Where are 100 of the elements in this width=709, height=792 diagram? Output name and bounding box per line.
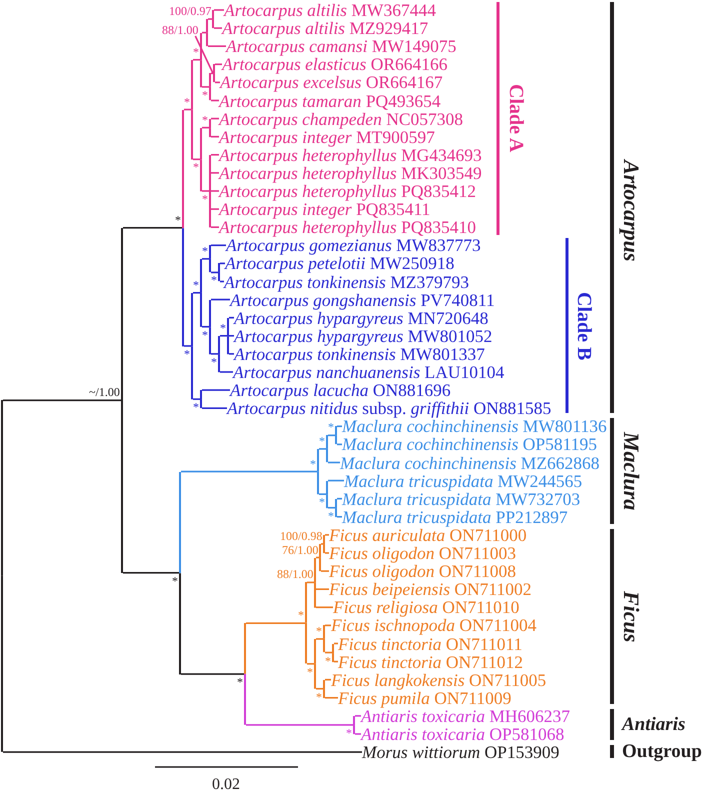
support-value: 100/0.97 bbox=[169, 5, 212, 18]
junction-line bbox=[323, 534, 325, 553]
support-value: * bbox=[202, 193, 208, 205]
junction-line bbox=[218, 336, 220, 372]
taxon-label: Ficus oligodon ON711003 bbox=[329, 544, 516, 562]
junction-line bbox=[182, 110, 184, 346]
branch-line bbox=[220, 262, 225, 264]
branch-line bbox=[316, 638, 323, 640]
taxon-label: Ficus beipeiensis ON711002 bbox=[329, 580, 532, 598]
branch-line bbox=[325, 678, 331, 680]
branch-line bbox=[193, 158, 200, 160]
junction-line bbox=[244, 623, 246, 725]
junction-line bbox=[206, 19, 208, 46]
taxon-label: Ficus langkokensis ON711005 bbox=[331, 670, 546, 689]
branch-line bbox=[202, 190, 209, 192]
support-value: * bbox=[298, 609, 304, 622]
taxon-label: Maclura tricuspidata PP212897 bbox=[342, 508, 568, 526]
branch-line bbox=[208, 18, 212, 20]
junction-line bbox=[323, 680, 325, 698]
branch-line bbox=[321, 543, 323, 545]
junction-line bbox=[326, 435, 328, 462]
junction-line bbox=[200, 32, 202, 87]
branch-line bbox=[211, 118, 219, 120]
branch-line bbox=[215, 82, 220, 84]
taxon-label: Artocarpus tamaran PQ493654 bbox=[219, 92, 441, 110]
support-value: * bbox=[193, 161, 199, 174]
junction-line bbox=[200, 128, 202, 191]
branch-line bbox=[208, 45, 226, 47]
clade-label: Outgroup bbox=[622, 742, 702, 762]
taxon-label: Artocarpus champeden NC057308 bbox=[219, 110, 464, 128]
support-value: * bbox=[319, 496, 325, 508]
junction-line bbox=[121, 228, 123, 573]
support-value: 88/1.00 bbox=[162, 24, 198, 36]
support-value: * bbox=[346, 726, 352, 739]
branch-line bbox=[211, 190, 219, 192]
taxon-label: Artocarpus hypargyreus MN720648 bbox=[234, 308, 488, 327]
taxon-label: Artocarpus altilis MZ929417 bbox=[222, 19, 428, 38]
taxon-label: Ficus pumila ON711009 bbox=[338, 688, 512, 707]
support-value: * bbox=[316, 624, 322, 637]
branch-line bbox=[123, 572, 179, 574]
support-value: * bbox=[184, 348, 190, 360]
support-value: 100/0.98 bbox=[280, 530, 322, 542]
support-value: * bbox=[172, 574, 178, 587]
junction-line bbox=[353, 716, 355, 734]
taxon-label: Maclura tricuspidata MW732703 bbox=[342, 490, 580, 508]
taxon-label: Morus wittiorum OP153909 bbox=[362, 743, 560, 762]
branch-line bbox=[328, 480, 344, 482]
junction-line bbox=[305, 582, 307, 664]
branch-line bbox=[337, 444, 342, 446]
clade-label: Ficus bbox=[619, 590, 644, 642]
branch-line bbox=[211, 100, 219, 102]
branch-line bbox=[202, 86, 209, 88]
junction-line bbox=[209, 300, 211, 354]
taxon-label: Artocarpus integer PQ835411 bbox=[219, 200, 430, 218]
branch-line bbox=[193, 58, 200, 61]
taxon-label: Artocarpus nitidus subsp. griffithii ON881585 bbox=[227, 399, 552, 418]
junction-line bbox=[209, 154, 211, 228]
support-value: * bbox=[202, 88, 208, 101]
leader-line bbox=[194, 36, 214, 74]
junction-line bbox=[209, 73, 211, 100]
branch-line bbox=[334, 642, 338, 644]
branch-line bbox=[202, 407, 227, 409]
taxon-label: Ficus tinctoria ON711012 bbox=[338, 652, 524, 671]
taxon-label: Artocarpus heterophyllus PQ835410 bbox=[219, 218, 476, 236]
branch-line bbox=[229, 316, 234, 318]
support-value: * bbox=[307, 666, 313, 678]
branch-line bbox=[211, 298, 230, 300]
junction-line bbox=[314, 638, 316, 689]
taxon-label: Artocarpus integer MT900597 bbox=[219, 128, 435, 146]
branch-line bbox=[193, 398, 200, 400]
branch-line bbox=[215, 64, 222, 66]
branch-line bbox=[214, 27, 222, 29]
clade-label: Clade A bbox=[505, 84, 527, 152]
branch-line bbox=[214, 9, 224, 11]
branch-line bbox=[202, 258, 209, 260]
branch-line bbox=[211, 172, 219, 174]
branch-line bbox=[3, 399, 121, 402]
support-value: 88/1.00 bbox=[277, 568, 314, 580]
support-value: * bbox=[193, 401, 199, 414]
branch-line bbox=[319, 493, 326, 495]
branch-line bbox=[319, 448, 326, 450]
branch-line bbox=[246, 622, 305, 624]
junction-line bbox=[209, 118, 211, 137]
branch-line bbox=[229, 335, 234, 337]
branch-line bbox=[337, 426, 342, 428]
junction-line bbox=[314, 558, 316, 608]
support-value: * bbox=[220, 322, 226, 334]
branch-line bbox=[325, 534, 329, 536]
support-value: ~/1.00 bbox=[89, 386, 120, 398]
support-value: * bbox=[328, 421, 334, 434]
branch-line bbox=[211, 353, 218, 355]
taxon-label: Ficus tinctoria ON711011 bbox=[338, 634, 522, 652]
branch-line bbox=[211, 72, 213, 74]
branch-line bbox=[202, 326, 209, 328]
clade-label: Clade B bbox=[573, 292, 595, 360]
junction-line bbox=[1, 400, 3, 752]
support-value: * bbox=[184, 96, 190, 108]
taxon-label: Artocarpus gongshanensis PV740811 bbox=[230, 290, 495, 309]
junction-line bbox=[191, 292, 193, 400]
branch-line bbox=[334, 660, 338, 662]
